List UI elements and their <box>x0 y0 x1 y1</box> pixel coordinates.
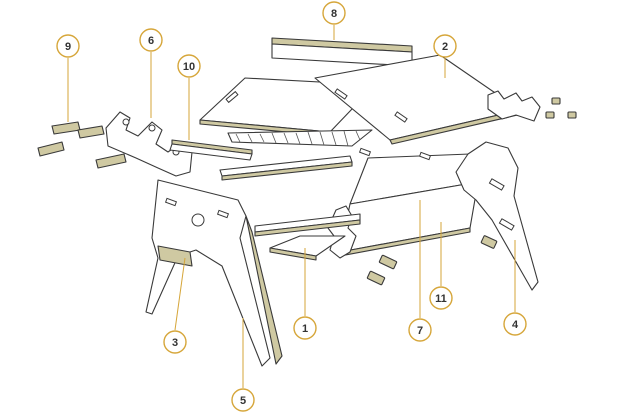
part-8-top-bar <box>271 37 413 67</box>
part-9-pegs <box>37 121 127 169</box>
callout-9-label: 9 <box>65 41 71 53</box>
part-2-side-bracket <box>487 90 577 122</box>
part-11-rail <box>254 213 361 237</box>
callout-1: 1 <box>293 316 317 340</box>
callout-leaders <box>67 25 516 388</box>
callout-7: 7 <box>408 318 432 342</box>
callout-10-label: 10 <box>183 61 195 73</box>
callout-9: 9 <box>56 34 80 58</box>
callout-4-label: 4 <box>512 319 519 331</box>
callout-3-label: 3 <box>172 337 178 349</box>
part-5-left-leg <box>145 179 283 367</box>
callout-10: 10 <box>177 54 201 78</box>
callout-2-label: 2 <box>442 41 448 53</box>
callout-6-label: 6 <box>148 35 154 47</box>
callout-1-label: 1 <box>302 323 308 335</box>
callout-6: 6 <box>139 28 163 52</box>
part-7-firebox <box>327 147 479 259</box>
callout-7-label: 7 <box>417 325 423 337</box>
part-6-side-bracket <box>105 111 193 177</box>
callout-8: 8 <box>322 1 346 25</box>
callout-4: 4 <box>503 312 527 336</box>
part-2-lid <box>199 54 523 145</box>
grill-grate <box>227 129 373 147</box>
callout-5-label: 5 <box>240 395 246 407</box>
callout-8-label: 8 <box>331 8 337 20</box>
callout-3: 3 <box>163 330 187 354</box>
rear-rail <box>219 155 353 181</box>
callout-11: 11 <box>429 286 453 310</box>
part-10-bar <box>169 139 253 161</box>
callout-2: 2 <box>433 34 457 58</box>
callout-5: 5 <box>231 388 255 412</box>
part-4-right-leg <box>366 141 539 291</box>
callout-11-label: 11 <box>435 293 447 305</box>
